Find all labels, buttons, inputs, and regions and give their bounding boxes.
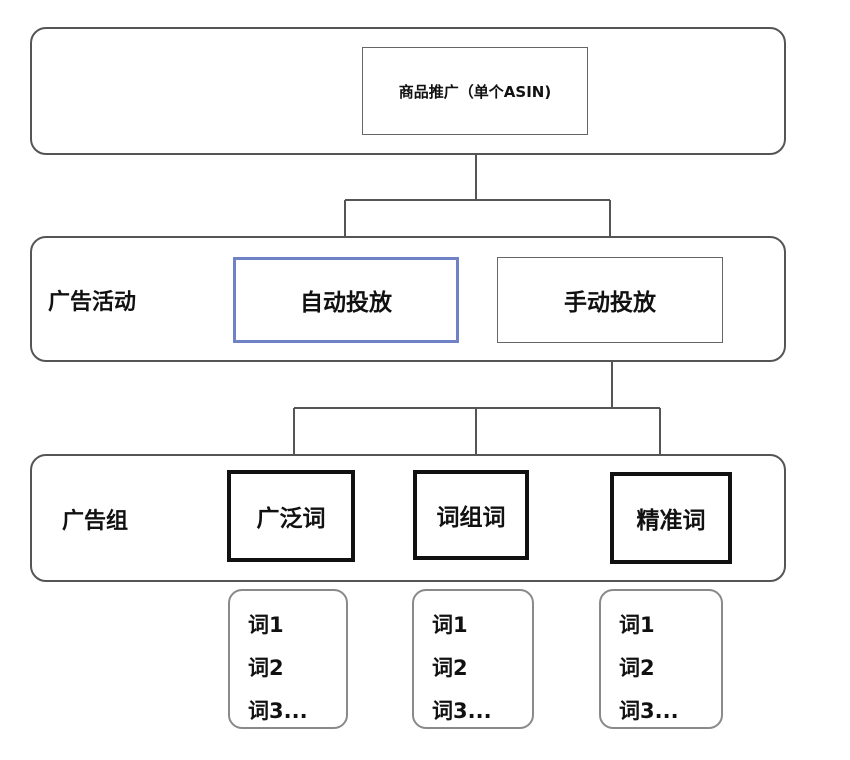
list-item: 词1 bbox=[432, 613, 468, 637]
node-auto-targeting: 自动投放 bbox=[233, 257, 459, 343]
node-exact-match: 精准词 bbox=[610, 472, 732, 564]
node-manual-targeting: 手动投放 bbox=[497, 257, 723, 343]
list-item: 词1 bbox=[619, 613, 655, 637]
node-phrase-match-label: 词组词 bbox=[436, 505, 506, 531]
word-list-exact: 词1 词2 词3... bbox=[599, 589, 723, 729]
tier-campaign-label: 广告活动 bbox=[48, 290, 137, 315]
word-list-broad: 词1 词2 词3... bbox=[228, 589, 348, 729]
node-auto-targeting-label: 自动投放 bbox=[300, 290, 392, 316]
list-item: 词3... bbox=[619, 699, 679, 723]
node-exact-match-label: 精准词 bbox=[636, 508, 706, 534]
node-product-promotion-label: 商品推广（单个ASIN) bbox=[398, 82, 552, 101]
list-item: 词3... bbox=[248, 699, 308, 723]
list-item: 词2 bbox=[248, 656, 284, 680]
node-broad-match-label: 广泛词 bbox=[256, 506, 326, 532]
list-item: 词2 bbox=[432, 656, 468, 680]
node-phrase-match: 词组词 bbox=[413, 470, 529, 560]
tier-adgroup-label: 广告组 bbox=[62, 509, 129, 534]
list-item: 词1 bbox=[248, 613, 284, 637]
node-product-promotion: 商品推广（单个ASIN) bbox=[362, 47, 588, 135]
node-broad-match: 广泛词 bbox=[227, 470, 355, 562]
list-item: 词3... bbox=[432, 699, 492, 723]
word-list-phrase: 词1 词2 词3... bbox=[412, 589, 534, 729]
list-item: 词2 bbox=[619, 656, 655, 680]
node-manual-targeting-label: 手动投放 bbox=[564, 290, 656, 316]
